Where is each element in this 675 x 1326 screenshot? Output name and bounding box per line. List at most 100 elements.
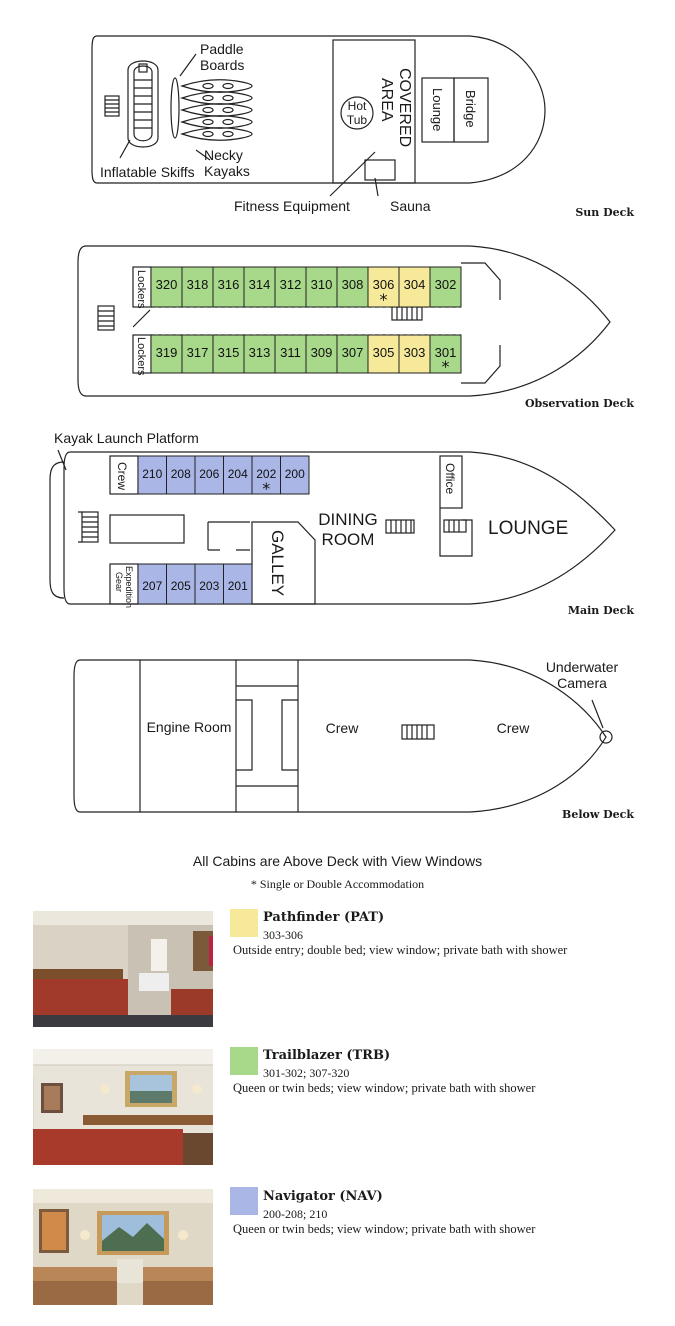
below-deck	[73, 659, 613, 813]
skiff-inner	[133, 65, 153, 142]
cabin-number-308: 308	[342, 277, 364, 292]
cabin-309	[305, 334, 338, 374]
cabin-314	[243, 266, 276, 308]
cabin-number-201: 201	[228, 579, 248, 593]
cabin-318	[181, 266, 214, 308]
pathfinder-numbers: 303-306	[263, 928, 303, 942]
pathfinder-description: Outside entry; double bed; view window; …	[233, 943, 568, 957]
cabin-number-304: 304	[404, 277, 426, 292]
cabin-207	[137, 563, 167, 605]
trailblazer-name: Trailblazer (TRB)	[263, 1048, 391, 1063]
sauna-label: Sauna	[390, 198, 431, 214]
cabin-310	[305, 266, 338, 308]
bridge-label: Bridge	[463, 90, 478, 128]
star-icon: *	[380, 290, 388, 309]
cabin-203	[194, 563, 224, 605]
office-label: Office	[443, 463, 457, 494]
cabin-number-315: 315	[218, 345, 240, 360]
stairs-lines	[105, 99, 119, 113]
cabin-number-320: 320	[156, 277, 178, 292]
cabin-206	[194, 455, 224, 495]
navigator-photo	[33, 1189, 213, 1305]
navigator-swatch	[230, 1187, 258, 1215]
cabin-number-307: 307	[342, 345, 364, 360]
cabin-302	[429, 266, 462, 308]
bridge-room	[453, 77, 489, 143]
trailblazer-numbers: 301-302; 307-320	[263, 1066, 350, 1080]
cabin-number-205: 205	[171, 579, 191, 593]
paddle-boards-label-2: Boards	[200, 57, 244, 73]
navigator-name: Navigator (NAV)	[263, 1189, 383, 1204]
sun-deck-hull	[91, 35, 546, 184]
cabin-number-319: 319	[156, 345, 178, 360]
trailblazer-photo	[33, 1049, 213, 1165]
cabin-307	[336, 334, 369, 374]
cabin-number-204: 204	[228, 467, 248, 481]
stairs-icon	[97, 305, 115, 331]
dining-room-label: DINING	[318, 510, 378, 529]
observation-deck-label: Observation Deck	[525, 397, 634, 410]
necky-kayaks-label-2: Kayaks	[204, 163, 250, 179]
cabin-313	[243, 334, 276, 374]
cabin-number-317: 317	[187, 345, 209, 360]
main-deck-hull	[63, 451, 616, 605]
cabin-number-206: 206	[199, 467, 219, 481]
star-icon: *	[442, 357, 450, 376]
cabin-number-314: 314	[249, 277, 271, 292]
lockers-label-bottom: Lockers	[135, 337, 147, 376]
cabin-315	[212, 334, 245, 374]
legend-title: All Cabins are Above Deck with View Wind…	[192, 853, 483, 869]
cabin-301	[429, 334, 462, 374]
star-icon: *	[262, 479, 270, 498]
cabin-number-208: 208	[171, 467, 191, 481]
underwater-camera	[599, 730, 613, 744]
cabin-number-200: 200	[285, 467, 305, 481]
deck-plans: Paddle Boards Necky Kayaks Inflatable Sk…	[49, 35, 635, 821]
hot-tub-label: Hot	[348, 99, 367, 113]
lockers-label-top: Lockers	[135, 270, 147, 309]
galley-label: GALLEY	[268, 530, 287, 596]
stairs-icon	[385, 519, 415, 534]
sauna-room	[364, 159, 396, 181]
cabin-number-311: 311	[280, 345, 301, 360]
crew-label-1: Crew	[326, 720, 360, 736]
sun-deck	[91, 35, 546, 197]
covered-area	[332, 39, 416, 184]
cabin-number-318: 318	[187, 277, 209, 292]
office-room	[439, 455, 463, 509]
cabin-number-310: 310	[311, 277, 333, 292]
cabin-number-309: 309	[311, 345, 333, 360]
covered-area-label: COVERED	[396, 68, 413, 147]
navigator-numbers: 200-208; 210	[263, 1207, 328, 1221]
crew-label: Crew	[115, 462, 129, 490]
sun-deck-label: Sun Deck	[575, 206, 634, 219]
trailblazer-description: Queen or twin beds; view window; private…	[233, 1081, 536, 1095]
cabin-number-207: 207	[142, 579, 162, 593]
main-deck-label: Main Deck	[568, 604, 635, 617]
cabin-305	[367, 334, 400, 374]
cabin-number-301: 301	[435, 345, 457, 360]
necky-kayaks-label: Necky	[204, 147, 243, 163]
cabin-number-302: 302	[435, 277, 457, 292]
lounge-label: Lounge	[430, 88, 445, 131]
cabin-308	[336, 266, 369, 308]
corridor-block	[109, 514, 185, 544]
cabin-number-313: 313	[249, 345, 271, 360]
stairs-icon	[104, 95, 120, 117]
below-deck-label: Below Deck	[562, 808, 634, 821]
kayak-launch-label: Kayak Launch Platform	[54, 430, 199, 446]
trailblazer-swatch	[230, 1047, 258, 1075]
legend-note-text: Single or Double Accommodation	[259, 877, 425, 891]
paddle-boards-label: Paddle	[200, 41, 244, 57]
cabin-number-210: 210	[142, 467, 162, 481]
engine-room-label: Engine Room	[147, 719, 232, 735]
fitness-equipment-label: Fitness Equipment	[234, 198, 350, 214]
cabin-number-305: 305	[373, 345, 395, 360]
cabin-number-303: 303	[404, 345, 426, 360]
cabin-306	[367, 266, 400, 308]
kayaks	[180, 79, 253, 141]
stairs-icon	[401, 724, 435, 740]
lounge-label: LOUNGE	[488, 518, 568, 539]
